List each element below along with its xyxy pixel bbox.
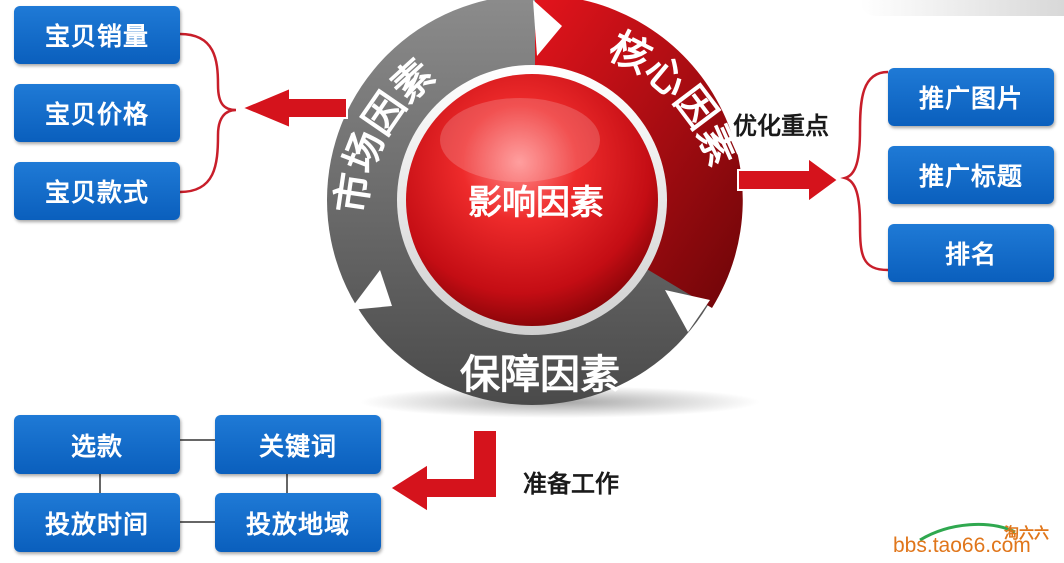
bottom-arrow-label: 准备工作 <box>523 469 619 498</box>
arrow-right <box>737 156 840 204</box>
bottom-box-select: 选款 <box>14 415 180 474</box>
ring-notch-left <box>350 270 392 310</box>
left-box-sales: 宝贝销量 <box>14 6 180 64</box>
bottom-box-time: 投放时间 <box>14 493 180 552</box>
bottom-box-keywords: 关键词 <box>215 415 381 474</box>
center-label: 影响因素 <box>468 183 604 223</box>
right-box-title: 推广标题 <box>888 146 1054 204</box>
right-box-image: 推广图片 <box>888 68 1054 126</box>
ring-notch-right <box>665 290 710 332</box>
bottom-box-region: 投放地域 <box>215 493 381 552</box>
center-sphere <box>406 74 658 326</box>
top-decoration <box>860 0 1064 16</box>
watermark-logo: 淘六六 <box>1004 524 1050 542</box>
right-box-rank: 排名 <box>888 224 1054 282</box>
brace-left <box>179 32 237 194</box>
arrow-bottom <box>388 429 498 514</box>
arrow-left <box>239 86 348 130</box>
right-arrow-label: 优化重点 <box>733 111 829 140</box>
left-box-style: 宝贝款式 <box>14 162 180 220</box>
center-highlight <box>440 98 600 182</box>
watermark-swoosh <box>919 523 1016 542</box>
ring-label-guarantee: 保障因素 <box>460 352 620 398</box>
left-box-price: 宝贝价格 <box>14 84 180 142</box>
ring-notch-top <box>533 0 562 56</box>
watermark-url: bbs.tao66.com <box>893 534 1031 557</box>
brace-right <box>840 70 889 272</box>
